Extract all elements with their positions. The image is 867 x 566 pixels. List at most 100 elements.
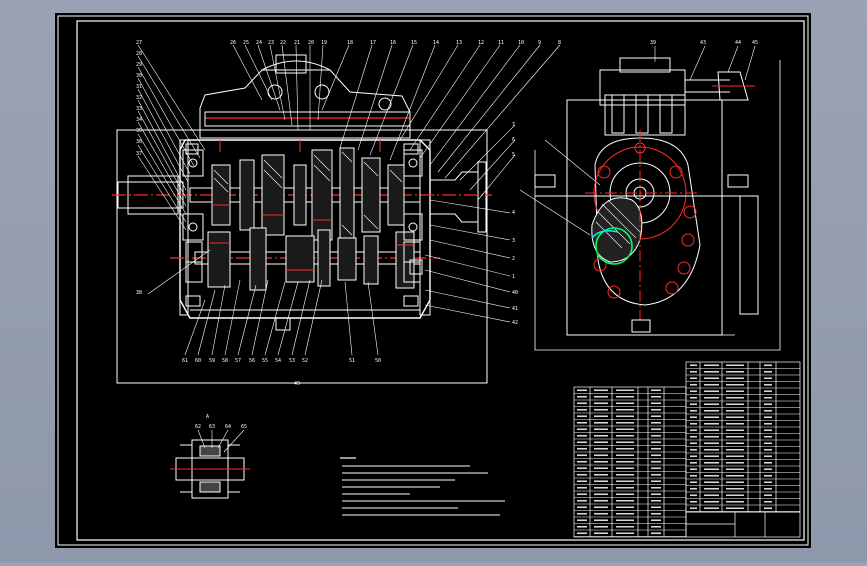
svg-text:2: 2 [512, 256, 515, 262]
bearings [182, 149, 423, 283]
svg-text:19: 19 [321, 40, 327, 46]
svg-text:35: 35 [136, 128, 142, 134]
selected-circle-green[interactable] [595, 227, 633, 265]
svg-text:43: 43 [700, 40, 706, 46]
svg-text:9: 9 [538, 40, 541, 46]
shift-rods [611, 94, 673, 134]
technical-notes [340, 457, 505, 516]
svg-text:34: 34 [136, 117, 142, 123]
svg-text:27: 27 [136, 40, 142, 46]
svg-text:37: 37 [136, 151, 142, 157]
svg-text:4: 4 [512, 210, 515, 216]
svg-text:53: 53 [289, 358, 295, 364]
selected-arc-cyan[interactable] [591, 230, 619, 239]
svg-text:20: 20 [308, 40, 314, 46]
svg-text:28: 28 [136, 51, 142, 57]
shift-rail [204, 111, 411, 127]
svg-text:41: 41 [512, 306, 518, 312]
parts-table-left-cols [589, 387, 665, 537]
balloon-numbers-left: 27 28 29 30 31 32 33 34 35 36 37 38 [136, 40, 142, 296]
top-cover [199, 69, 411, 139]
svg-text:6: 6 [512, 137, 515, 143]
svg-text:55: 55 [262, 358, 268, 364]
detail-balloons: A 62 63 64 65 [195, 414, 247, 430]
svg-text:33: 33 [136, 106, 142, 112]
detail-edges [180, 444, 240, 493]
shift-housing-arc [261, 60, 331, 71]
front-wall [179, 139, 189, 316]
svg-text:65: 65 [241, 424, 247, 430]
svg-text:13: 13 [456, 40, 462, 46]
svg-text:52: 52 [302, 358, 308, 364]
side-view-frame [534, 60, 781, 351]
svg-text:A: A [206, 414, 209, 420]
svg-text:10: 10 [518, 40, 524, 46]
svg-text:61: 61 [182, 358, 188, 364]
svg-text:40: 40 [512, 290, 518, 296]
svg-text:7: 7 [512, 122, 515, 128]
svg-text:60: 60 [195, 358, 201, 364]
shift-lever-head [717, 71, 749, 101]
svg-text:29: 29 [136, 62, 142, 68]
shift-tower [275, 54, 307, 74]
svg-text:31: 31 [136, 84, 142, 90]
svg-text:8: 8 [558, 40, 561, 46]
svg-text:49: 49 [294, 381, 300, 387]
svg-text:38: 38 [136, 290, 142, 296]
svg-text:59: 59 [209, 358, 215, 364]
svg-text:42: 42 [512, 320, 518, 326]
parts-table-right-cols [699, 362, 777, 512]
interlock-ball [378, 97, 392, 111]
svg-text:63: 63 [209, 424, 215, 430]
svg-text:39: 39 [650, 40, 656, 46]
svg-text:3: 3 [512, 238, 515, 244]
drain-plug [275, 317, 291, 331]
shift-cover [599, 69, 686, 106]
svg-text:44: 44 [735, 40, 741, 46]
svg-text:5: 5 [512, 152, 515, 158]
svg-text:50: 50 [375, 358, 381, 364]
svg-text:23: 23 [268, 40, 274, 46]
right-mount-boss [727, 174, 749, 188]
svg-text:21: 21 [294, 40, 300, 46]
section-boundary [116, 129, 488, 384]
svg-text:45: 45 [752, 40, 758, 46]
right-rib [739, 195, 759, 315]
svg-text:17: 17 [370, 40, 376, 46]
svg-text:30: 30 [136, 73, 142, 79]
side-view: 39 43 44 45 [519, 40, 781, 351]
svg-text:24: 24 [256, 40, 262, 46]
housing-bolts [185, 143, 423, 307]
svg-text:16: 16 [390, 40, 396, 46]
bottom-plug [631, 319, 651, 333]
shift-cap [619, 57, 671, 73]
svg-text:15: 15 [411, 40, 417, 46]
housing-profile [594, 137, 701, 306]
svg-text:18: 18 [347, 40, 353, 46]
svg-text:12: 12 [478, 40, 484, 46]
svg-text:57: 57 [235, 358, 241, 364]
svg-text:62: 62 [195, 424, 201, 430]
detail-key-bottom [199, 481, 221, 493]
outer-frame [57, 15, 809, 546]
svg-text:36: 36 [136, 139, 142, 145]
model-space-background [55, 13, 811, 548]
svg-text:51: 51 [349, 358, 355, 364]
title-block [685, 511, 801, 538]
detail-key-top [199, 445, 221, 457]
counter-shaft-gears [207, 227, 415, 291]
svg-text:32: 32 [136, 95, 142, 101]
svg-text:64: 64 [225, 424, 231, 430]
svg-text:25: 25 [243, 40, 249, 46]
leader-lines-top [137, 44, 561, 231]
svg-text:58: 58 [222, 358, 228, 364]
svg-text:11: 11 [498, 40, 504, 46]
flange-disc [477, 161, 487, 233]
gear-hatching [213, 151, 403, 236]
